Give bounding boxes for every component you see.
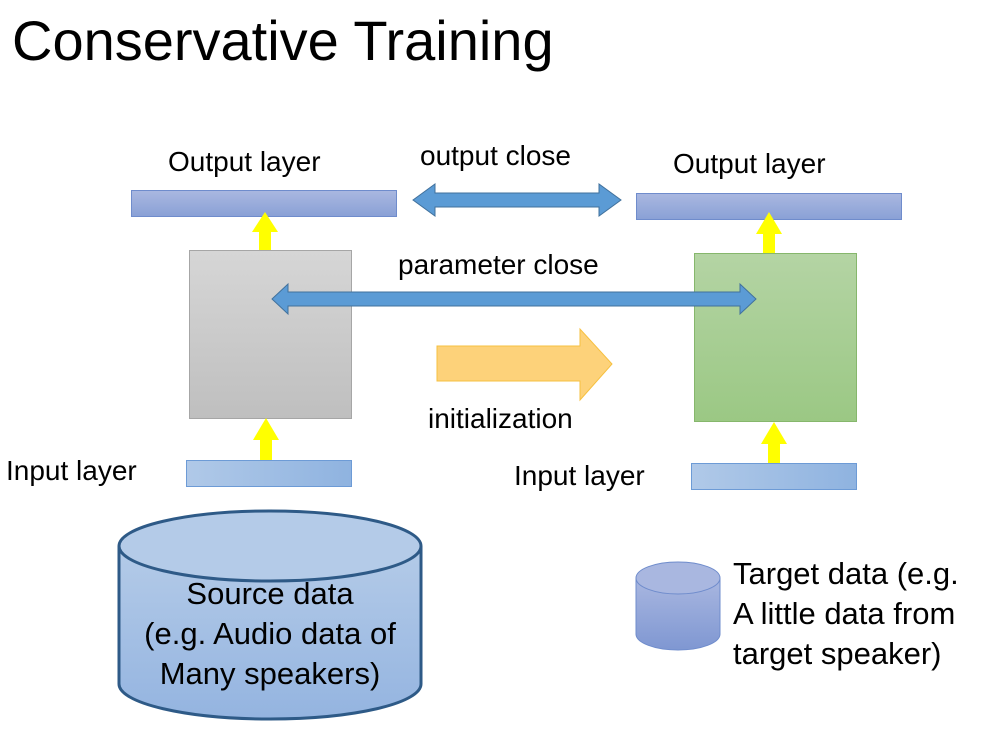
source-hidden-layers: [189, 250, 352, 419]
source-hidden-to-output-arrow-icon: [252, 212, 278, 250]
target-hidden-to-output-arrow-icon: [756, 212, 782, 254]
source-data-line: (e.g. Audio data of: [144, 616, 396, 651]
source-input-layer-label: Input layer: [6, 455, 137, 486]
source-data-cylinder-icon: [117, 509, 423, 721]
source-data-label: Source data (e.g. Audio data of Many spe…: [120, 574, 420, 694]
target-input-layer-label: Input layer: [514, 460, 645, 491]
target-input-to-hidden-arrow-icon: [761, 422, 787, 464]
target-data-line: A little data from: [733, 596, 956, 631]
parameter-close-label: parameter close: [398, 249, 599, 280]
source-data-line: Many speakers): [159, 656, 381, 691]
target-data-cylinder-icon: [635, 561, 721, 651]
output-close-label: output close: [420, 140, 571, 171]
target-data-label: Target data (e.g. A little data from tar…: [733, 554, 959, 674]
parameter-close-double-arrow-icon: [271, 282, 757, 316]
source-input-to-hidden-arrow-icon: [253, 418, 279, 462]
initialization-arrow-icon: [436, 327, 613, 402]
initialization-label: initialization: [428, 403, 573, 434]
target-data-line: Target data (e.g.: [733, 556, 959, 591]
source-data-line: Source data: [186, 576, 354, 611]
target-input-layer: [691, 463, 857, 490]
source-input-layer: [186, 460, 352, 487]
source-output-layer-label: Output layer: [168, 146, 321, 177]
target-hidden-layers: [694, 253, 857, 422]
slide-title: Conservative Training: [12, 9, 554, 72]
output-close-double-arrow-icon: [412, 183, 622, 217]
target-data-line: target speaker): [733, 636, 942, 671]
target-output-layer-label: Output layer: [673, 148, 826, 179]
